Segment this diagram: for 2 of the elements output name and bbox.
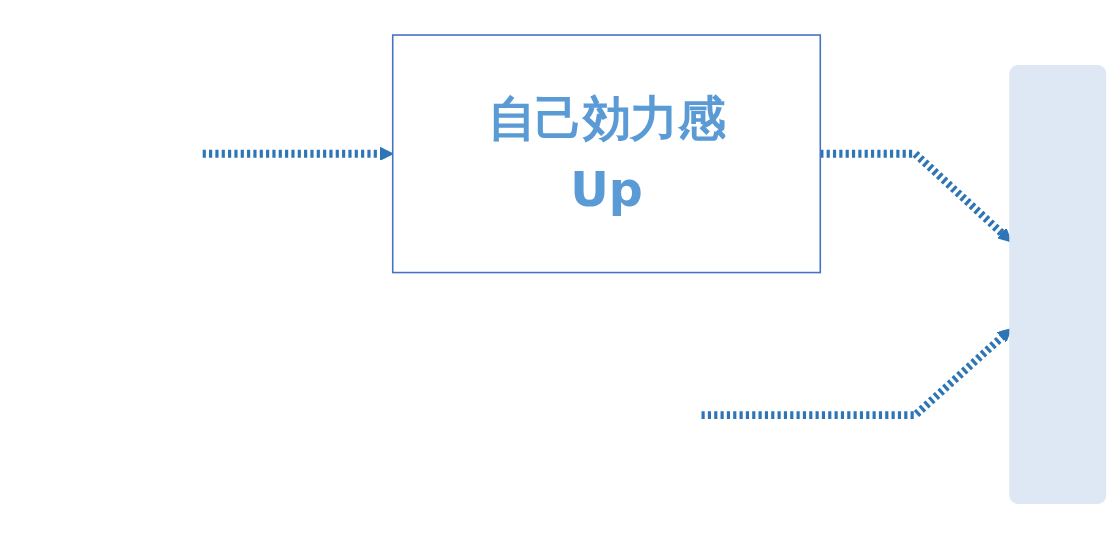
arrow	[820, 149, 1012, 243]
node-box: 自己効力感 Up	[391, 34, 822, 274]
